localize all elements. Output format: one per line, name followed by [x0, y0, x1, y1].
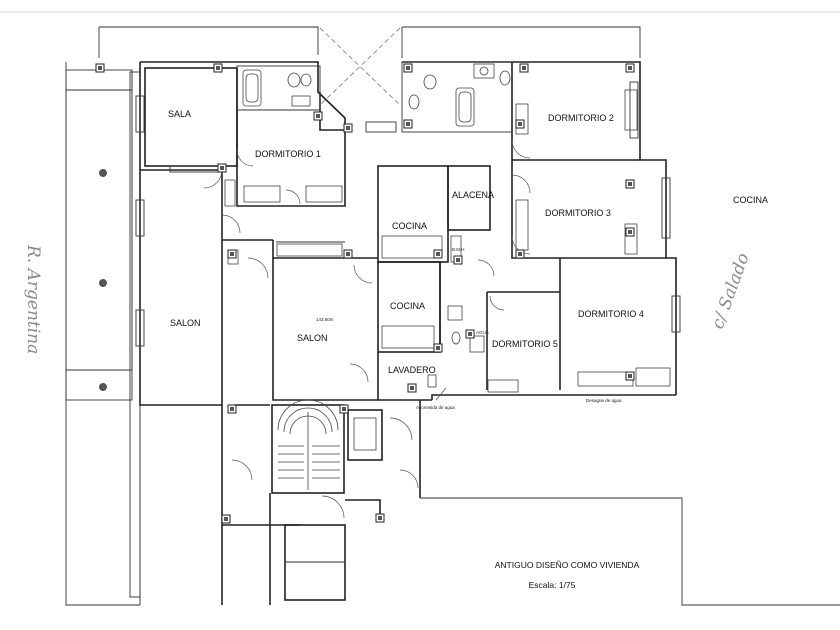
room-label-dormitorio-4: DORMITORIO 4: [578, 309, 644, 319]
column-marker: [99, 169, 107, 177]
acometida-note: Acometida de agua: [416, 405, 455, 410]
plan-title: ANTIGUO DISEÑO COMO VIVIENDA: [495, 560, 640, 570]
structural-columns: [95, 63, 635, 524]
dimension-note: 143.60m: [316, 317, 334, 322]
room-label-salon-left: SALON: [170, 318, 201, 328]
room-label-sala: SALA: [168, 109, 191, 119]
title-block: ANTIGUO DISEÑO COMO VIVIENDA Escala: 1/7…: [495, 560, 640, 590]
room-label-dormitorio-5: DORMITORIO 5: [492, 339, 558, 349]
exterior-walls: [139, 61, 677, 605]
room-label-cocina-outside: COCINA: [733, 195, 768, 205]
column-marker: [99, 383, 107, 391]
furniture: [224, 89, 671, 388]
room-label-dormitorio-3: DORMITORIO 3: [545, 208, 611, 218]
room-label-cocina-b: COCINA: [390, 301, 425, 311]
street-name-left: R. Argentina: [23, 244, 43, 354]
room-labels: SALA DORMITORIO 1 DORMITORIO 2 DORMITORI…: [168, 109, 768, 375]
room-label-dormitorio-1: DORMITORIO 1: [255, 149, 321, 159]
room-label-dormitorio-2: DORMITORIO 2: [548, 113, 614, 123]
left-strip: [65, 69, 141, 598]
room-label-cocina-a: COCINA: [392, 221, 427, 231]
small-note-b: AGUA: [476, 330, 489, 335]
bathroom-fixtures: [242, 63, 519, 393]
room-label-alacena: ALACENA: [452, 190, 494, 200]
room-label-salon-center: SALON: [297, 333, 328, 343]
doors: [203, 139, 531, 519]
desague-note: Desagüe de agua: [586, 398, 622, 403]
technical-notes: 143.60m Acometida de agua Desagüe de agu…: [316, 247, 622, 410]
plan-scale: Escala: 1/75: [529, 580, 576, 590]
light-well: [319, 27, 401, 133]
room-label-lavadero: LAVADERO: [388, 365, 436, 375]
column-marker: [99, 279, 107, 287]
stair: [277, 399, 377, 490]
small-note-a: B.M.H: [452, 247, 465, 252]
